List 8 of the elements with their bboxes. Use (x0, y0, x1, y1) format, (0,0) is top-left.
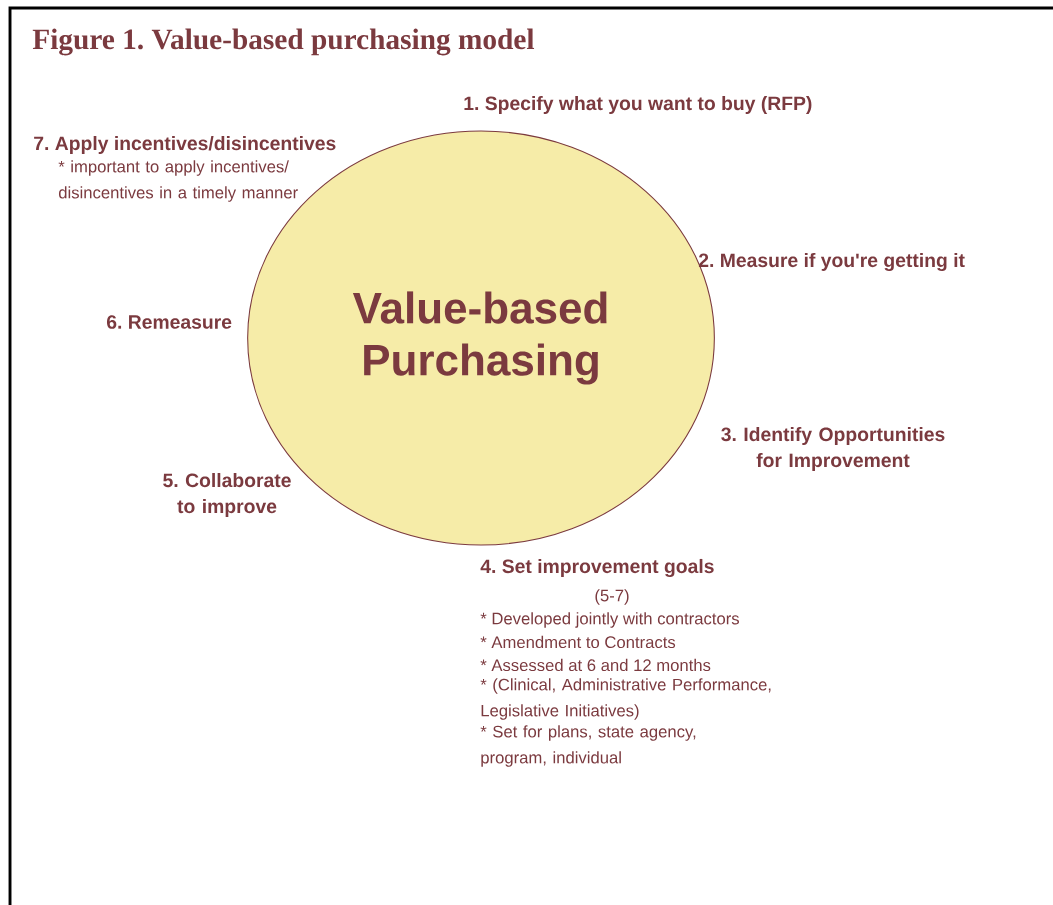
note-text: * Developed jointly with contractors (480, 612, 739, 628)
figure-title: Figure 1. Value-based purchasing model (32, 28, 535, 56)
step-label: 1. Specify what you want to buy (RFP) (464, 96, 812, 114)
note-text: * Set for plans, state agency, program, individual (480, 725, 696, 767)
note-text: * (Clinical, Administrative Performance, Legislative Initiatives) (480, 678, 771, 720)
note-text: (5-7) (595, 589, 629, 605)
note-text: * Amendment to Contracts (480, 635, 676, 649)
note-text: * Assessed at 6 and 12 months (480, 658, 711, 672)
